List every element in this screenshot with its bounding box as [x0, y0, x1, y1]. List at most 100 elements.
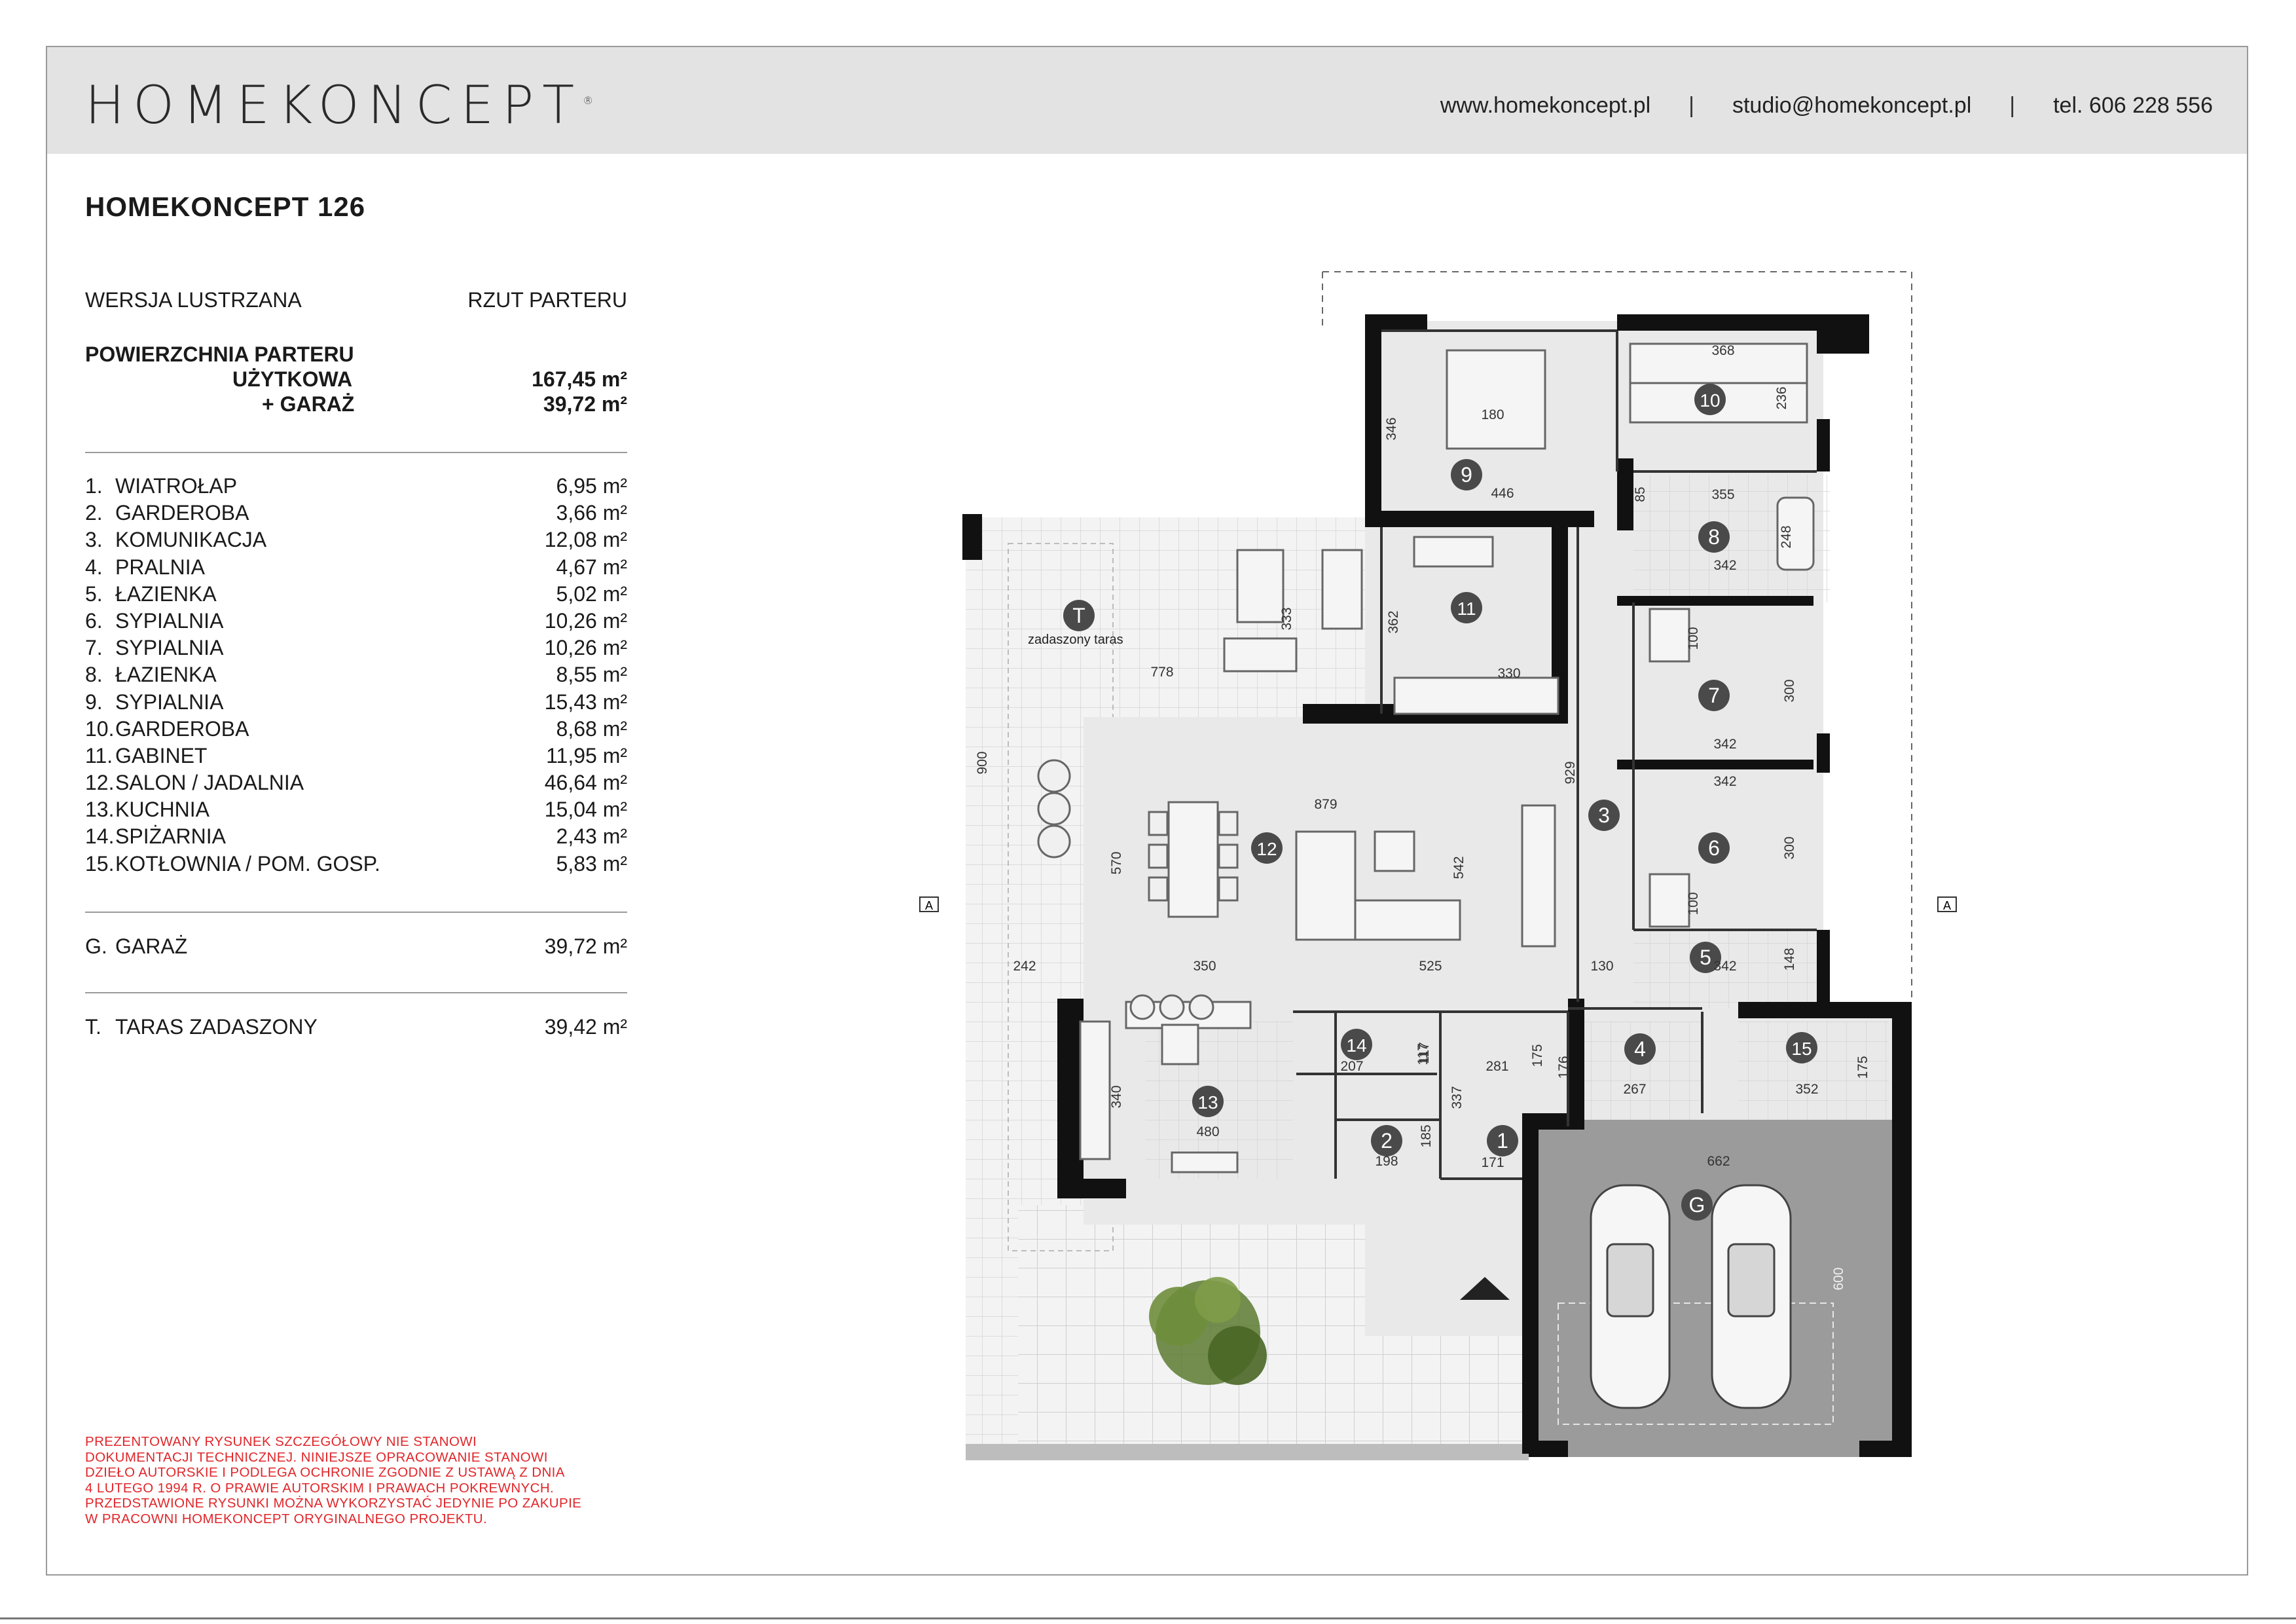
dimension-label: 117 [1417, 1042, 1432, 1063]
room-marker-label: 15 [1791, 1039, 1812, 1059]
website-link[interactable]: www.homekoncept.pl [1440, 93, 1651, 118]
room-area: 8,68 m² [556, 716, 627, 741]
room-marker-circle [1681, 1189, 1713, 1221]
disclaimer-line: 4 LUTEGO 1994 R. O PRAWIE AUTORSKIM I PR… [85, 1480, 555, 1496]
room-num: 1. [85, 474, 103, 498]
room-num: 13. [85, 798, 115, 822]
summary-heading: POWIERZCHNIA PARTERU [85, 342, 354, 366]
bottom-rule [0, 1617, 2296, 1619]
room-area: 10,26 m² [544, 636, 627, 660]
room-num: 3. [85, 528, 103, 552]
registered-mark: ® [583, 94, 594, 107]
room-marker-label: 9 [1461, 463, 1472, 487]
room-name: GARDEROBA [115, 716, 249, 741]
furniture [1079, 342, 1815, 1173]
dimension-label: 117 [1415, 1043, 1430, 1065]
dimension-label: 362 [1386, 610, 1401, 633]
room-num: 2. [85, 501, 103, 525]
dimension-label: 130 [1590, 959, 1613, 974]
disclaimer-line: DZIEŁO AUTORSKIE I PODLEGA OCHRONIE ZGOD… [85, 1465, 565, 1480]
room-num: 7. [85, 636, 103, 660]
room-list-item: 10.GARDEROBA 8,68 m² [85, 716, 627, 743]
dimension-label: 85 [1633, 487, 1648, 502]
room-marker-circle [1624, 1033, 1656, 1065]
entrance-arrow-icon [1460, 1277, 1510, 1300]
garage-name: GARAŻ [115, 934, 188, 958]
room-area: 5,02 m² [556, 581, 627, 606]
divider [85, 992, 627, 993]
car-icon [1590, 1184, 1792, 1409]
garage-value: 39,72 m² [543, 392, 627, 416]
dimension-label: 778 [1150, 665, 1173, 680]
email-link[interactable]: studio@homekoncept.pl [1732, 93, 1972, 118]
room-marker-circle [1588, 800, 1620, 831]
room-marker-label: 4 [1634, 1037, 1646, 1061]
dimension-label: 342 [1713, 737, 1736, 752]
room-num: 5. [85, 581, 103, 606]
dimension-label: 300 [1782, 836, 1797, 859]
terrace-num: T. [85, 1015, 101, 1039]
room-marker-circle [1192, 1086, 1224, 1117]
dimension-label: 100 [1686, 892, 1701, 915]
divider [85, 912, 627, 913]
header-bar: HOMEKONCEPT® www.homekoncept.pl | studio… [47, 47, 2247, 154]
room-num: 12. [85, 771, 115, 795]
dimension-label: 879 [1314, 797, 1337, 812]
room-area: 10,26 m² [544, 608, 627, 633]
room-area: 15,04 m² [544, 798, 627, 822]
room-marker-label: 10 [1700, 390, 1720, 411]
logo-text: HOMEKONCEPT [85, 75, 583, 136]
plot-boundary [1322, 271, 1912, 1001]
dimension-label: 198 [1375, 1154, 1398, 1169]
disclaimer-line: DOKUMENTACJI TECHNICZNEJ. NINIEJSZE OPRA… [85, 1449, 548, 1465]
copyright-disclaimer: PREZENTOWANY RYSUNEK SZCZEGÓŁOWY NIE STA… [85, 1434, 635, 1526]
garage-label: + GARAŻ [262, 392, 355, 416]
dimension-label: 185 [1419, 1124, 1434, 1147]
room-area: 8,55 m² [556, 663, 627, 687]
room-num: 10. [85, 716, 115, 741]
dimension-label: 446 [1491, 486, 1514, 501]
version-label: WERSJA LUSTRZANA [85, 288, 302, 312]
room-marker-label: 14 [1346, 1035, 1366, 1056]
room-name: ŁAZIENKA [115, 663, 217, 687]
room-marker-circle [1694, 384, 1726, 415]
room-name: WIATROŁAP [115, 474, 238, 498]
summary-garage: + GARAŻ 39,72 m² [85, 392, 627, 416]
room-name: SPIŻARNIA [115, 824, 226, 849]
room-marker-circle [1251, 832, 1283, 864]
room-num: 14. [85, 824, 115, 849]
terrace-name: TARAS ZADASZONY [115, 1015, 318, 1039]
room-marker-label: 3 [1598, 803, 1610, 827]
terrace-area: 39,42 m² [544, 1015, 627, 1039]
tree-icon [1149, 1277, 1267, 1385]
dimension-label: 346 [1384, 417, 1399, 440]
dimension-label: 480 [1196, 1124, 1219, 1139]
dimension-label: 176 [1556, 1056, 1571, 1079]
phone-link[interactable]: tel. 606 228 556 [2053, 93, 2213, 118]
room-num: 9. [85, 690, 103, 714]
room-area: 4,67 m² [556, 555, 627, 579]
room-marker-circle [1786, 1032, 1817, 1063]
room-marker-label: 6 [1708, 836, 1720, 860]
room-area: 2,43 m² [556, 824, 627, 849]
room-list-item: 4. PRALNIA 4,67 m² [85, 554, 627, 581]
brand-logo[interactable]: HOMEKONCEPT® [85, 75, 593, 136]
section-markers: A A [919, 896, 1957, 912]
room-num: 4. [85, 555, 103, 579]
terrace-row: T. TARAS ZADASZONY 39,42 m² [85, 1014, 627, 1041]
room-area: 15,43 m² [544, 690, 627, 714]
dimension-label: 207 [1340, 1059, 1363, 1074]
room-list-item: 15.KOTŁOWNIA / POM. GOSP.5,83 m² [85, 851, 627, 877]
room-name: PRALNIA [115, 555, 205, 579]
dimension-label: 900 [975, 751, 990, 774]
room-name: SYPIALNIA [115, 690, 224, 714]
divider [85, 452, 627, 453]
project-title: HOMEKONCEPT 126 [85, 191, 366, 222]
room-name: KUCHNIA [115, 798, 210, 822]
